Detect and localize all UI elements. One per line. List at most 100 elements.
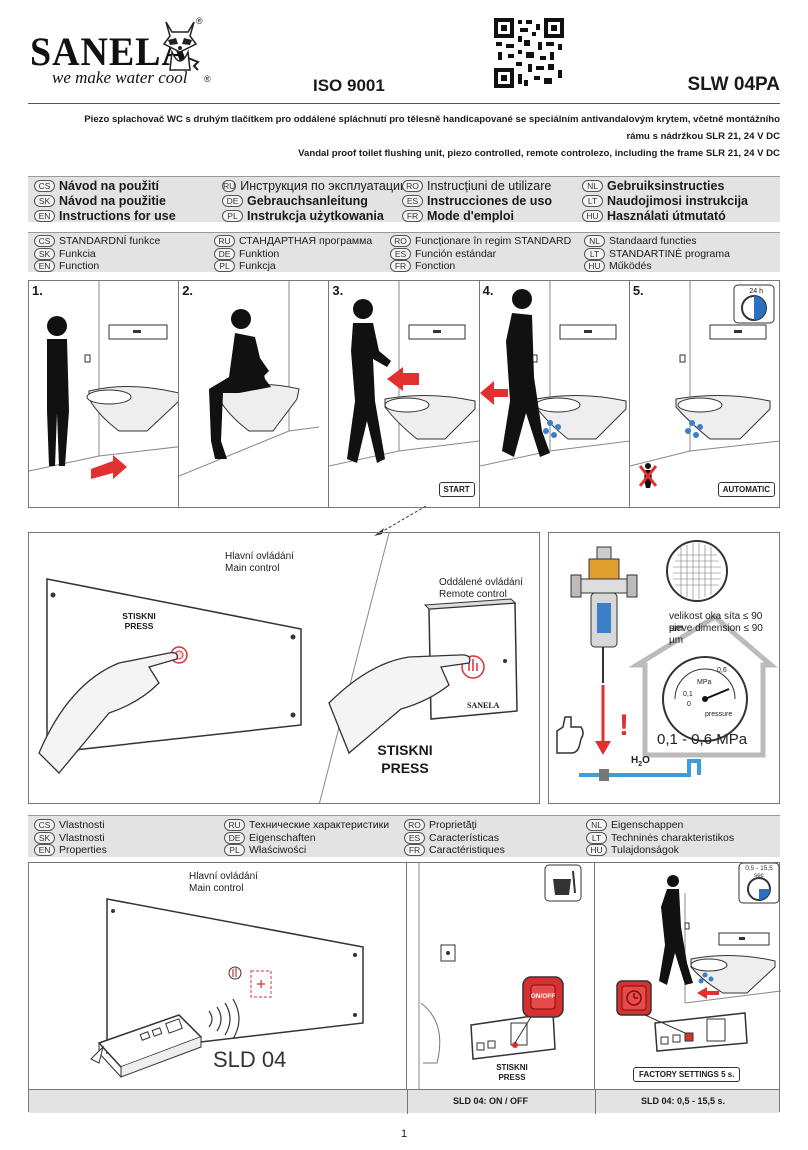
- lang-code: CS: [34, 235, 55, 248]
- lang-text: Használati útmutató: [607, 208, 726, 223]
- lang-text: Működés: [609, 260, 652, 273]
- lang-text: Funcționare în regim STANDARD: [415, 235, 572, 248]
- lang-item: ES Características: [404, 831, 586, 845]
- lang-code: RU: [214, 235, 235, 248]
- step-number: 4.: [482, 283, 494, 298]
- lang-text: Технические характеристики: [249, 819, 390, 832]
- properties-footer: SLD 04: ON / OFF SLD 04: 0,5 - 15,5 s.: [29, 1089, 779, 1114]
- step-4: 4.: [479, 281, 630, 507]
- on-off-cell: ON/OFF STISKNI PRESS: [407, 863, 595, 1089]
- lang-code: FR: [402, 209, 423, 222]
- iso-certification: ISO 9001: [313, 76, 385, 95]
- lang-code: FR: [404, 844, 425, 857]
- timer-label: 24 h: [749, 288, 764, 295]
- press-label-small-en: PRESS: [124, 621, 154, 631]
- usage-steps: 1. 2. 3.: [28, 280, 780, 508]
- lang-code: SK: [34, 831, 55, 844]
- timer-unit-label: sec: [753, 872, 765, 879]
- lang-item: CS Vlastnosti: [34, 819, 224, 832]
- lang-text: STANDARTINĖ programa: [609, 247, 730, 260]
- lang-text: Eigenschaften: [249, 831, 316, 844]
- lang-text: Vlastnosti: [59, 819, 105, 832]
- lang-code: CS: [34, 819, 55, 832]
- step-1-illustration: [29, 281, 179, 479]
- remote-control-label-cz: Oddálené ovládání: [439, 577, 523, 588]
- lang-code: DE: [222, 194, 243, 207]
- model-number: SLW 04PA: [687, 74, 780, 95]
- lang-code: PL: [222, 209, 243, 222]
- lang-text: Características: [429, 831, 500, 844]
- lang-code: RU: [224, 819, 245, 832]
- lang-text: СТАНДАРТНАЯ программа: [239, 235, 373, 248]
- lang-item: RO Funcționare în regim STANDARD: [390, 235, 584, 248]
- header-divider: [28, 103, 780, 104]
- tagline-registered-mark: ®: [204, 74, 211, 84]
- step-2-illustration: [179, 281, 320, 477]
- lang-code: FR: [390, 260, 411, 273]
- sld04-illustration: [90, 898, 364, 1078]
- props-press-cz: STISKNI: [496, 1063, 528, 1072]
- lang-code: PL: [214, 260, 235, 273]
- gauge-unit: MPa: [697, 679, 712, 686]
- gauge-tick-zero: 0: [687, 701, 691, 708]
- remote-brand-label: SANELA: [467, 701, 500, 710]
- lang-code: DE: [214, 247, 235, 260]
- warning-mark: !: [619, 709, 629, 742]
- qr-code-icon: [494, 18, 564, 88]
- lang-code: EN: [34, 844, 55, 857]
- step-number: 3.: [332, 283, 344, 298]
- step-number: 2.: [182, 283, 194, 298]
- lang-item: FR Caractéristiques: [404, 844, 586, 857]
- lang-text: Instrucciones de uso: [427, 193, 553, 208]
- lang-code: RO: [390, 235, 411, 248]
- h2o-label: H2O: [631, 755, 650, 771]
- step-3-illustration: [329, 281, 479, 467]
- sanela-logo: SANELA: [30, 22, 220, 92]
- lang-code: ES: [404, 831, 425, 844]
- step-number: 5.: [632, 283, 644, 298]
- on-off-illustration: [418, 863, 582, 1089]
- lang-code: NL: [582, 179, 603, 192]
- brand-tagline: we make water cool: [52, 68, 188, 87]
- lang-text: Proprietăţi: [429, 819, 477, 832]
- water-supply-panel: velikost oka síta ≤ 90 µm sieve dimensio…: [548, 532, 780, 804]
- lang-text: Tulajdonságok: [611, 844, 679, 857]
- lang-item: NL Gebruiksinstructies: [582, 178, 786, 193]
- lang-text: Funktion: [239, 247, 280, 260]
- timer-cell: 0,5 - 15,5 sec FACTORY SETTINGS 5 s.: [595, 863, 781, 1089]
- step-5-illustration: [629, 281, 780, 488]
- lang-code: LT: [586, 831, 607, 844]
- lang-code: DE: [224, 831, 245, 844]
- start-badge: START: [438, 482, 475, 497]
- controls-illustration: [38, 533, 518, 803]
- lang-item: DE Eigenschaften: [224, 831, 404, 845]
- step-number: 1.: [32, 283, 43, 298]
- lang-item: PL Instrukcja użytkowania: [222, 208, 402, 223]
- lang-code: PL: [224, 844, 245, 857]
- lang-text: Caractéristiques: [429, 844, 505, 857]
- sld04-label: SLD 04: [213, 1047, 287, 1072]
- lang-text: Instrukcja użytkowania: [247, 208, 384, 223]
- on-off-button-label: ON/OFF: [530, 993, 556, 1000]
- timer-illustration: [616, 863, 781, 1052]
- remote-control-label-en: Remote control: [439, 589, 507, 600]
- lang-code: LT: [582, 194, 603, 207]
- lang-text: Eigenschappen: [611, 819, 684, 832]
- main-control-label-cz: Hlavní ovládání: [225, 551, 294, 562]
- lang-item: RU СТАНДАРТНАЯ программа: [214, 235, 390, 248]
- lang-code: HU: [586, 844, 607, 857]
- lang-text: Gebruiksinstructies: [607, 178, 725, 193]
- water-supply-illustration: [556, 540, 778, 781]
- main-control-label-en: Main control: [225, 563, 280, 574]
